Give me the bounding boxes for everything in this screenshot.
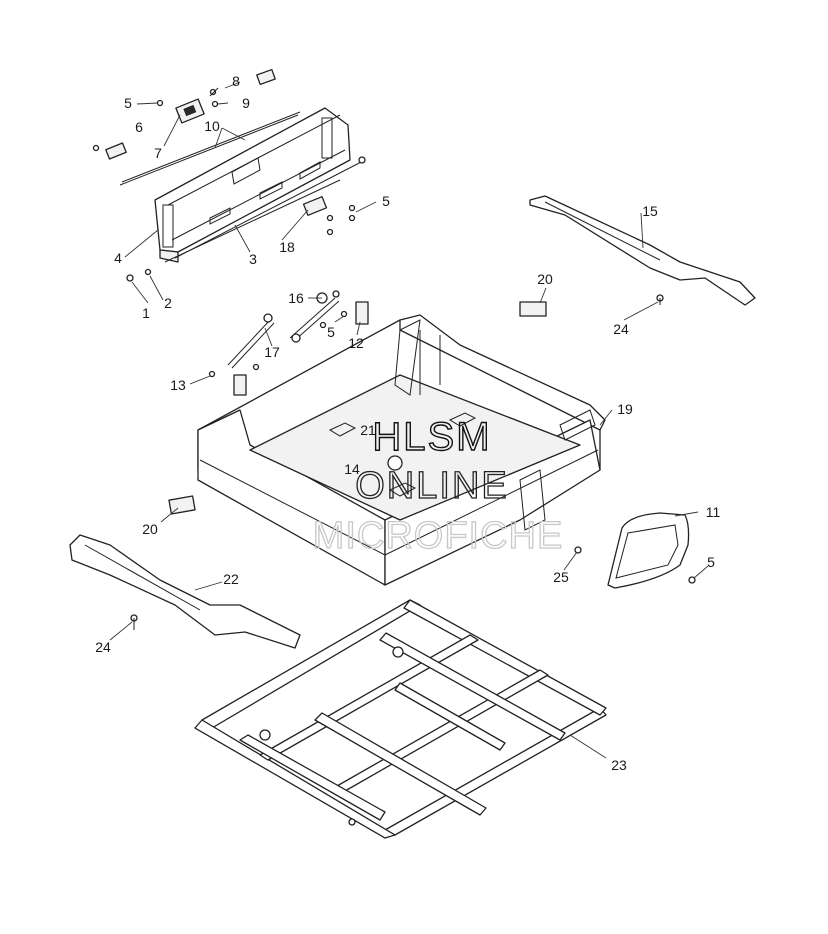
callout-5-panel: 5 — [707, 554, 715, 570]
callout-12: 12 — [348, 335, 364, 351]
right-bed-rail — [529, 195, 756, 306]
callout-24-left: 24 — [95, 639, 111, 655]
callout-10: 10 — [204, 118, 220, 134]
callout-19: 19 — [617, 401, 633, 417]
cargo-box — [197, 314, 606, 586]
watermark: HLSM ONLINE MICROFICHE — [312, 414, 564, 557]
leader-lines — [109, 81, 709, 759]
callout-25: 25 — [553, 569, 569, 585]
callout-11: 11 — [706, 504, 721, 520]
callout-23: 23 — [611, 757, 627, 773]
side-panel — [574, 512, 696, 589]
callout-5-right: 5 — [382, 193, 390, 209]
callout-24-right: 24 — [613, 321, 629, 337]
callout-16: 16 — [288, 290, 304, 306]
callout-13: 13 — [170, 377, 186, 393]
callout-6: 6 — [135, 119, 143, 135]
callout-22: 22 — [223, 571, 239, 587]
callout-18: 18 — [279, 239, 295, 255]
callout-15: 15 — [642, 203, 658, 219]
callout-5-top: 5 — [124, 95, 132, 111]
tailgate-cables — [119, 111, 341, 263]
callout-4: 4 — [114, 250, 122, 266]
callout-21: 21 — [360, 422, 376, 438]
callout-5-mid: 5 — [327, 324, 335, 340]
callout-9: 9 — [242, 95, 250, 111]
callout-20-lower: 20 — [142, 521, 158, 537]
bed-frame — [194, 599, 607, 839]
decal-lower — [168, 495, 196, 515]
callout-7: 7 — [154, 145, 162, 161]
latch-linkage — [208, 290, 369, 396]
decal-upper — [519, 301, 547, 317]
callout-8: 8 — [232, 73, 240, 89]
watermark-line-2: ONLINE — [355, 465, 508, 507]
callout-14: 14 — [344, 461, 360, 477]
callout-17: 17 — [264, 344, 280, 360]
callout-1: 1 — [142, 305, 150, 321]
tailgate-hardware — [92, 68, 366, 282]
callouts: 1 2 3 4 5 5 5 5 6 7 8 9 10 11 12 13 14 1… — [95, 73, 720, 773]
tailgate — [154, 107, 366, 263]
watermark-line-1: HLSM — [372, 415, 491, 459]
callout-3: 3 — [249, 251, 257, 267]
watermark-line-3: MICROFICHE — [313, 515, 564, 557]
left-bed-rail — [69, 534, 301, 649]
callout-20-upper: 20 — [537, 271, 553, 287]
callout-2: 2 — [164, 295, 172, 311]
